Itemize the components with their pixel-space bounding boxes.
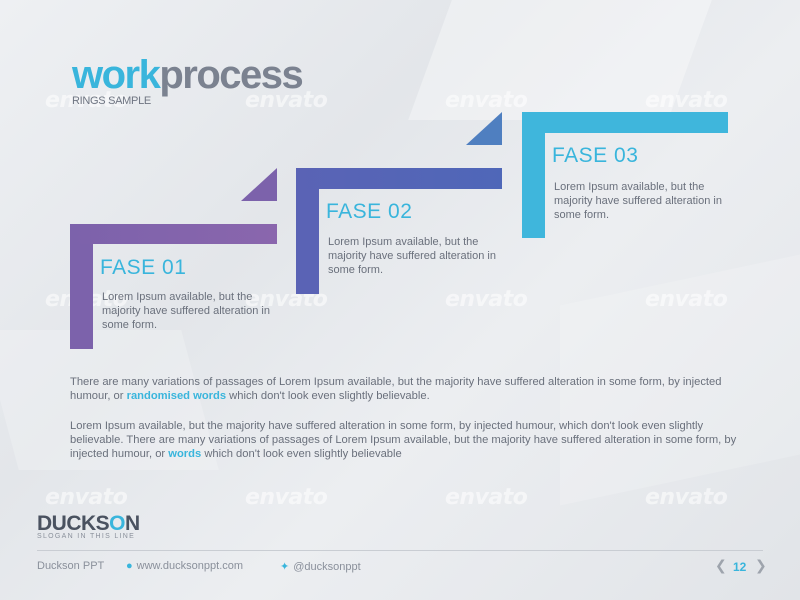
paragraph-text: which don't look even slightly believabl… xyxy=(226,390,430,402)
brand-logo: DUCKSON xyxy=(37,512,140,536)
chevron-right-icon[interactable]: ❯ xyxy=(755,557,767,573)
body-paragraph-1: There are many variations of passages of… xyxy=(70,375,740,403)
logo-slogan: SLOGAN IN THIS LINE xyxy=(37,533,136,540)
page-subtitle: RINGS SAMPLE xyxy=(72,95,151,107)
fase-02-horizontal-bar xyxy=(296,168,502,189)
watermark: envato xyxy=(645,485,728,510)
paragraph-text: There are many variations of passages of… xyxy=(70,376,722,402)
watermark: envato xyxy=(445,485,528,510)
footer-brand: Duckson PPT xyxy=(37,560,105,572)
logo-text: N xyxy=(125,512,140,535)
fase-03-label: FASE 03 xyxy=(552,144,639,167)
page-title: workprocess xyxy=(72,53,304,97)
watermark: envato xyxy=(645,88,728,113)
watermark: envato xyxy=(445,287,528,312)
title-work: work xyxy=(72,53,161,97)
footer-divider xyxy=(37,550,763,551)
fase-03-text: Lorem Ipsum available, but the majority … xyxy=(554,181,722,221)
paragraph-text: which don't look even slightly believabl… xyxy=(201,448,402,460)
fase-02-vertical-bar xyxy=(296,168,319,294)
website-link[interactable]: www.ducksonppt.com xyxy=(136,560,244,572)
title-process: process xyxy=(159,53,303,97)
watermark: envato xyxy=(245,485,328,510)
fase-01-text: Lorem Ipsum available, but the majority … xyxy=(102,291,270,331)
footer-website[interactable]: ●www.ducksonppt.com xyxy=(126,560,243,572)
fase-03-horizontal-bar xyxy=(522,112,728,133)
fase-01-horizontal-bar xyxy=(70,224,277,244)
body-paragraph-2: Lorem Ipsum available, but the majority … xyxy=(70,419,740,461)
fase-01-label: FASE 01 xyxy=(100,256,187,279)
fase-01-vertical-bar xyxy=(70,224,93,349)
fase-02-arrow xyxy=(466,112,502,145)
page-number: 12 xyxy=(733,560,747,574)
paragraph-text: Lorem Ipsum available, but the majority … xyxy=(70,420,737,460)
watermark: envato xyxy=(245,88,328,113)
highlight-link: randomised words xyxy=(126,390,227,402)
chevron-left-icon[interactable]: ❮ xyxy=(715,557,727,573)
fase-01-arrow xyxy=(241,168,277,201)
logo-text: DUCKS xyxy=(37,512,110,535)
watermark: envato xyxy=(445,88,528,113)
watermark: envato xyxy=(45,88,128,113)
footer-twitter[interactable]: ✦@ducksonppt xyxy=(280,560,361,573)
twitter-icon: ✦ xyxy=(280,561,290,573)
watermark: envato xyxy=(45,485,128,510)
highlight-link: words xyxy=(168,448,202,460)
logo-text-accent: O xyxy=(109,512,126,535)
fase-02-text: Lorem Ipsum available, but the majority … xyxy=(328,236,496,276)
fase-03-vertical-bar xyxy=(522,112,545,238)
watermark: envato xyxy=(645,287,728,312)
globe-icon: ● xyxy=(126,560,133,572)
fase-02-label: FASE 02 xyxy=(326,200,413,223)
twitter-handle[interactable]: @ducksonppt xyxy=(293,561,361,573)
